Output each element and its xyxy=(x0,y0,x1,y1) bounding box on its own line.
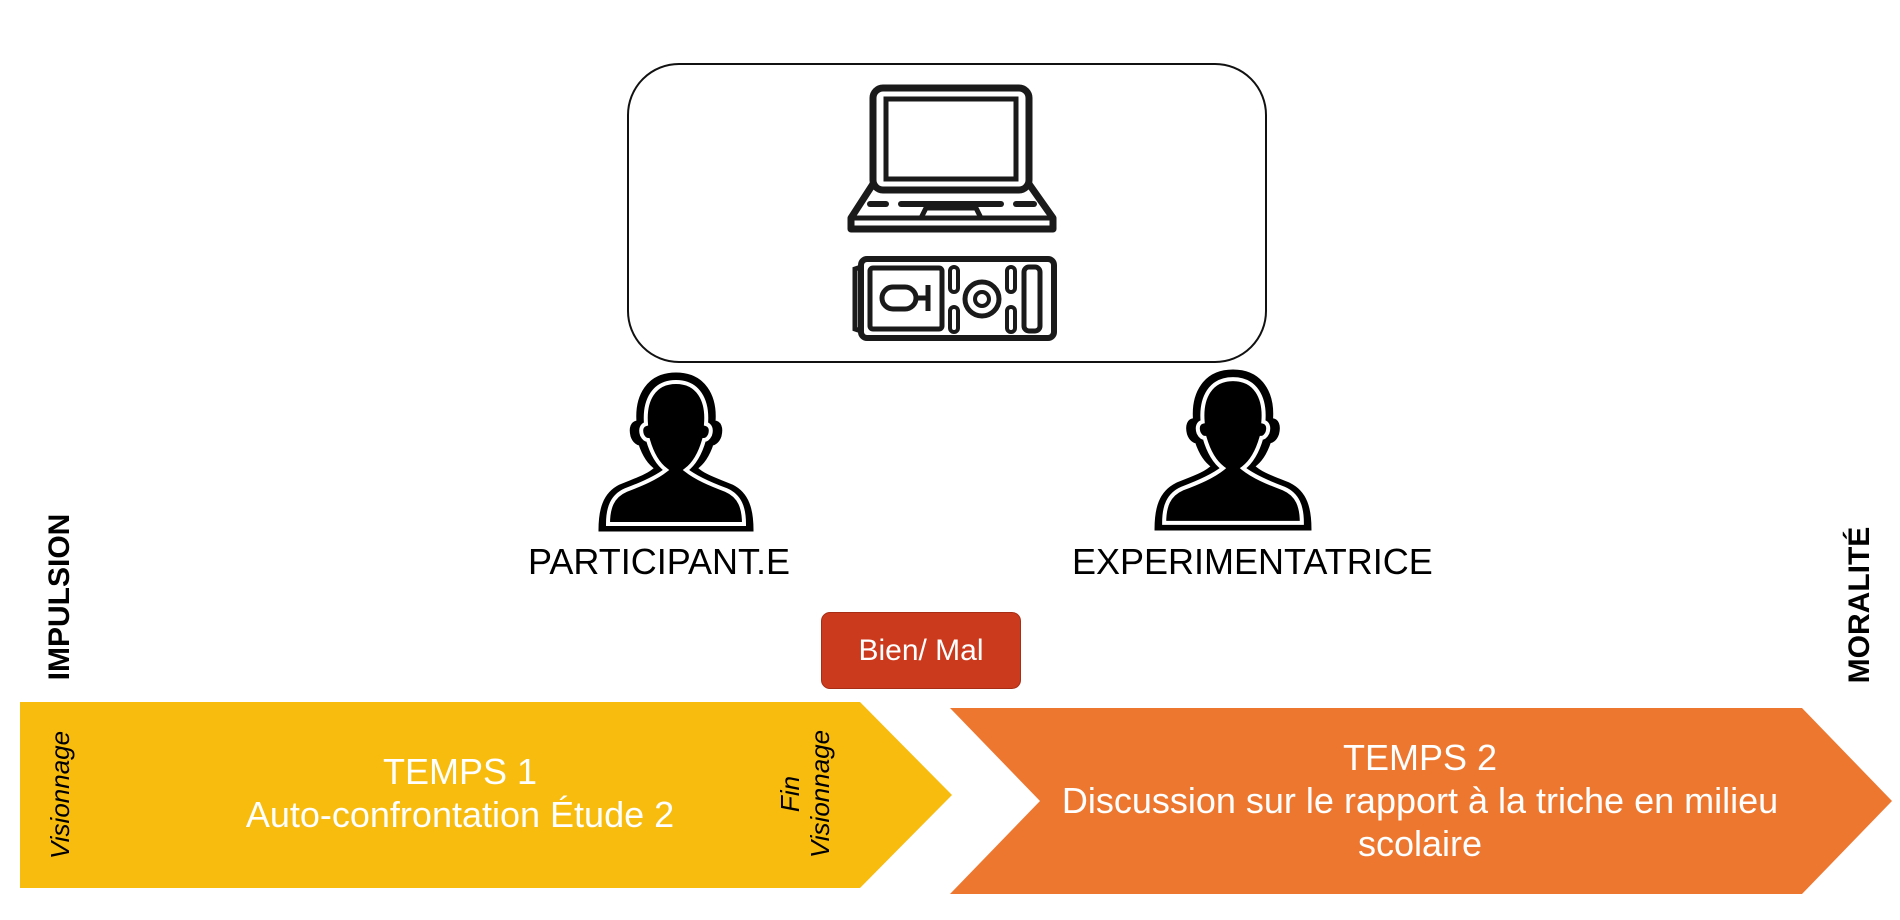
stage1-arrow xyxy=(20,702,952,888)
participant-label: PARTICIPANT.E xyxy=(528,541,791,582)
laptop-icon xyxy=(847,84,1057,233)
stage1-title: TEMPS 1 xyxy=(382,751,538,792)
stage1-text: TEMPS 1 Auto-confrontation Étude 2 xyxy=(200,750,720,836)
stage2-title: TEMPS 2 xyxy=(1342,737,1498,778)
visionnage-start-label: Visionnage xyxy=(45,730,75,860)
stage2-subtitle-line2: scolaire xyxy=(1357,823,1483,864)
moralite-label: MORALITÉ xyxy=(1843,526,1876,684)
stage1-subtitle: Auto-confrontation Étude 2 xyxy=(245,794,675,835)
stage2-arrow xyxy=(950,708,1892,894)
impulsion-label: IMPULSION xyxy=(43,513,76,681)
stage2-subtitle-line1: Discussion sur le rapport à la triche en… xyxy=(1061,780,1779,821)
bien-mal-badge: Bien/ Mal xyxy=(821,612,1021,689)
fin-line: Fin xyxy=(775,775,805,813)
stage2-text: TEMPS 2 Discussion sur le rapport à la t… xyxy=(1040,736,1800,865)
fin-visionnage-label: Fin Visionnage xyxy=(775,719,835,869)
visionnage-end-line: Visionnage xyxy=(805,729,835,859)
voice-recorder-icon xyxy=(852,256,1057,341)
experimenter-label: EXPERIMENTATRICE xyxy=(1072,541,1433,582)
experimenter-person-icon xyxy=(1154,369,1312,531)
device-box xyxy=(627,63,1267,363)
participant-person-icon xyxy=(598,372,754,532)
